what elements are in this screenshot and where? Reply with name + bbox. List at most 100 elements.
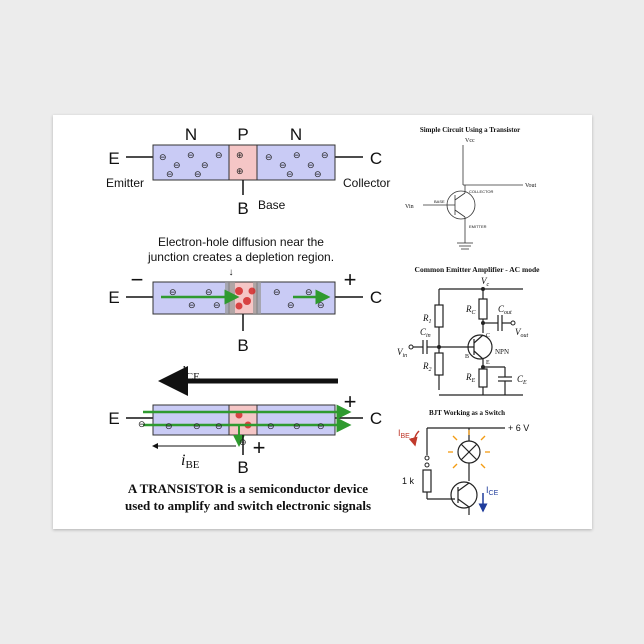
common-emitter-amplifier: Common Emitter Amplifier - AC mode (397, 265, 541, 396)
caption-line-2: used to amplify and switch electronic si… (125, 498, 371, 513)
plus-terminal-icon: + (344, 267, 357, 292)
base-letter: B (237, 336, 248, 355)
collector-word: Collector (343, 176, 390, 190)
vout-label: Vout (515, 327, 529, 339)
emitter-terminal-icon: ⊖ (138, 420, 146, 430)
ibe-label: IBE (398, 428, 410, 440)
n-region-emitter (152, 144, 230, 181)
rc-label: RC (465, 304, 477, 316)
n-region-collector (256, 144, 336, 181)
base-tag: BASE (434, 199, 445, 204)
electron-symbol: ⊖ (293, 151, 301, 161)
electron-symbol: ⊖ (215, 151, 223, 161)
emitter-letter: E (108, 288, 119, 307)
base-letter: B (237, 199, 248, 218)
electron-symbol: ⊖ (169, 288, 177, 298)
depletion-caption-line2: junction creates a depletion region. (147, 250, 334, 264)
r2-label: R2 (422, 361, 432, 373)
collector-letter: C (370, 409, 382, 428)
emitter-letter: E (108, 409, 119, 428)
electron-symbol: ⊖ (267, 422, 275, 432)
electron-symbol: ⊖ (317, 422, 325, 432)
circuit2-title: Common Emitter Amplifier - AC mode (415, 265, 541, 274)
vin-label: Vin (405, 204, 414, 210)
minus-terminal-icon: − (131, 267, 144, 292)
emitter-tag: EMITTER (469, 224, 487, 229)
n-label-left: N (185, 125, 197, 144)
electron-symbol: ⊖ (165, 422, 173, 432)
supply-label: + 6 V (508, 423, 529, 433)
collector-letter: C (370, 288, 382, 307)
electron-symbol: ⊖ (193, 422, 201, 432)
collector-tag: COLLECTOR (469, 189, 493, 194)
re-label: RE (465, 372, 476, 384)
base-word: Base (258, 198, 286, 212)
electron-symbol: ⊖ (265, 153, 273, 163)
electron-symbol: ⊖ (188, 301, 196, 311)
bulb-glow-icon (448, 430, 490, 469)
p-label: P (237, 125, 248, 144)
postcard: N P N E C Emitter Collector B Base ⊖ ⊖ ⊖… (53, 115, 592, 529)
electron-symbol: ⊖ (187, 151, 195, 161)
npn-structure-diagram: N P N E C Emitter Collector B Base ⊖ ⊖ ⊖… (106, 125, 390, 218)
ice-label: ICE (486, 485, 499, 497)
r1-label: R1 (422, 313, 432, 325)
current-flow-diagram: iCE ⊖ ⊖ ⊖ ⊖ ⊖ ⊖ ⊖ ⊕ E + C + iBE B (108, 362, 382, 477)
cin-label: Cin (420, 327, 431, 339)
n-region-emitter (152, 404, 230, 436)
simple-transistor-circuit: Simple Circuit Using a Transistor Vcc Vo… (405, 126, 537, 250)
n-region-collector (256, 404, 336, 436)
electron-symbol: ⊖ (293, 422, 301, 432)
down-arrow-icon: ↓ (229, 267, 234, 278)
electron-symbol: ⊖ (194, 170, 202, 180)
vc-label: Vc (481, 276, 490, 288)
electron-symbol: ⊖ (317, 301, 325, 311)
circuit1-title: Simple Circuit Using a Transistor (420, 126, 520, 134)
p-region-base (228, 404, 258, 436)
hole-dot (248, 287, 256, 295)
electron-symbol: ⊖ (305, 288, 313, 298)
electron-symbol: ⊖ (273, 288, 281, 298)
ice-label: iCE (181, 362, 200, 383)
emitter-word: Emitter (106, 176, 144, 190)
bjt-switch-circuit: BJT Working as a Switch (398, 409, 529, 515)
base-letter: B (237, 458, 248, 477)
electron-symbol: ⊖ (213, 301, 221, 311)
electron-symbol: ⊖ (279, 161, 287, 171)
plus-terminal-icon: + (344, 389, 357, 414)
ibe-label: iBE (181, 452, 200, 471)
collector-letter: C (370, 149, 382, 168)
electron-symbol: ⊖ (307, 161, 315, 171)
c-pin-label: C (486, 333, 490, 339)
hole-dot (235, 287, 243, 295)
vin-label: Vin (397, 347, 407, 359)
cout-label: Cout (498, 304, 512, 316)
depletion-zone (253, 282, 261, 314)
ibe-arrow (408, 430, 420, 447)
transistor-illustration: N P N E C Emitter Collector B Base ⊖ ⊖ ⊖… (106, 125, 541, 515)
vcc-label: Vcc (465, 138, 475, 144)
circuit3-title: BJT Working as a Switch (429, 409, 505, 417)
electron-symbol: ⊖ (286, 170, 294, 180)
depletion-caption-line1: Electron-hole diffusion near the (158, 235, 324, 249)
resistor-label: 1 k (402, 476, 415, 486)
ce-label: CE (517, 374, 527, 386)
electron-symbol: ⊖ (314, 170, 322, 180)
electron-symbol: ⊖ (159, 153, 167, 163)
emitter-letter: E (108, 149, 119, 168)
n-label-right: N (290, 125, 302, 144)
hole-dot (243, 297, 251, 305)
electron-symbol: ⊖ (166, 170, 174, 180)
electron-symbol: ⊖ (205, 288, 213, 298)
electron-symbol: ⊖ (173, 161, 181, 171)
hole-dot (235, 302, 243, 310)
electron-symbol: ⊖ (215, 422, 223, 432)
electron-symbol: ⊖ (287, 301, 295, 311)
e-pin-label: E (486, 360, 490, 366)
caption-line-1: A TRANSISTOR is a semiconductor device (128, 481, 368, 496)
npn-label: NPN (495, 348, 509, 356)
depletion-region-diagram: Electron-hole diffusion near the junctio… (108, 235, 382, 355)
hole-symbol: ⊕ (239, 438, 247, 448)
b-pin-label: B (465, 354, 469, 360)
hole-symbol: ⊕ (236, 151, 244, 161)
